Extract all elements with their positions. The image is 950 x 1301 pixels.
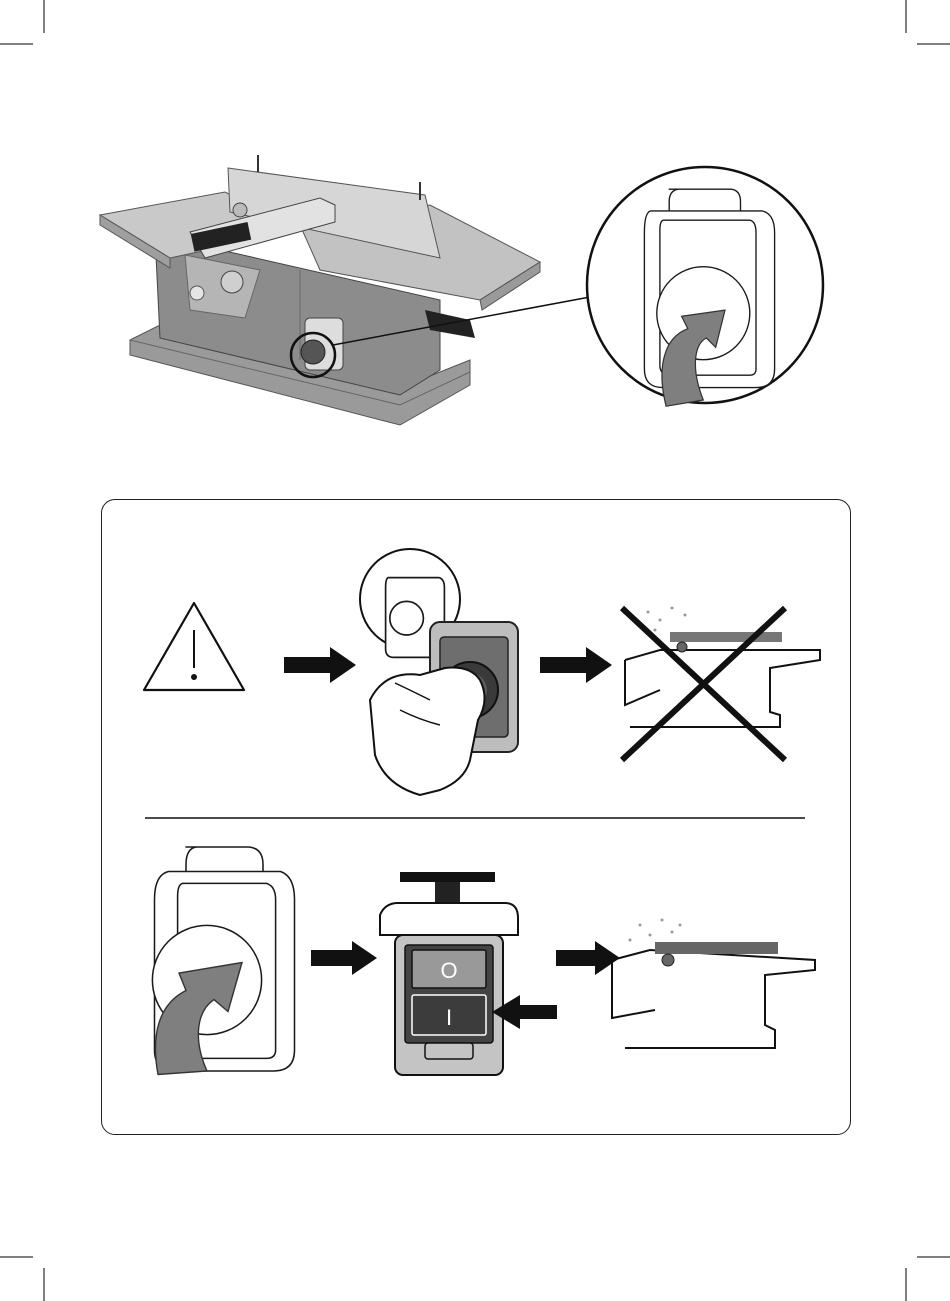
right-arrow-icon: [284, 647, 356, 683]
on-symbol: I: [446, 1005, 452, 1030]
warning-triangle-icon: [144, 603, 244, 690]
right-arrow-icon: [311, 941, 377, 975]
on-off-switch: O I: [380, 872, 518, 1075]
jointer-stopped: [622, 607, 820, 761]
rotate-release-switch: [152, 847, 294, 1075]
hand-icon: [370, 668, 485, 796]
right-arrow-icon: [556, 941, 620, 975]
jointer-running: [612, 919, 815, 1049]
emergency-stop-switch-press: [360, 549, 518, 795]
off-symbol: O: [440, 958, 457, 983]
right-arrow-icon: [540, 647, 612, 683]
